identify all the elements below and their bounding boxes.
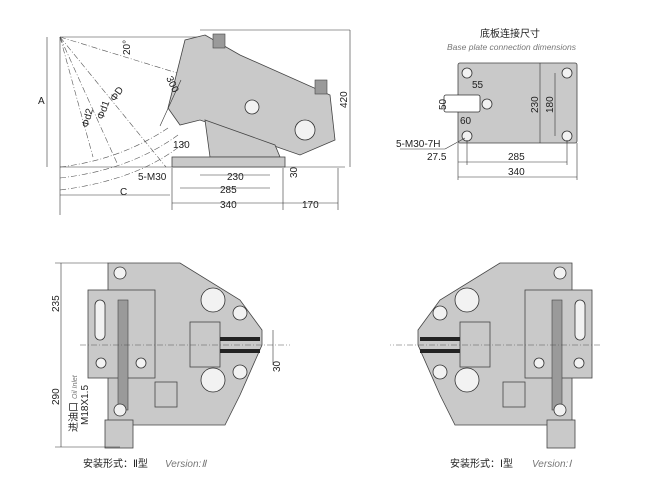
label-5-m30: 5-M30: [138, 172, 167, 183]
label-170: 170: [302, 200, 319, 211]
label-60: 60: [460, 116, 472, 127]
label-oil-inlet-cn: 进油口: [67, 402, 80, 432]
label-phi-D: ΦD: [108, 85, 126, 104]
label-230: 230: [227, 172, 244, 183]
label-340: 340: [220, 200, 237, 211]
label-phi-d2: Φd2: [80, 107, 96, 129]
label-420: 420: [339, 91, 350, 108]
label-50: 50: [438, 98, 449, 110]
version-1-view: 安装形式：Ⅰ型 Version:Ⅰ: [389, 262, 601, 470]
label-130: 130: [173, 140, 190, 151]
label-235: 235: [51, 295, 62, 312]
label-m18x1-5: M18X1.5: [80, 385, 91, 425]
label-A: A: [38, 96, 45, 107]
version-1-caption-en: Version:Ⅰ: [532, 459, 572, 470]
label-55: 55: [472, 80, 484, 91]
side-view: A C 20° 300 Φd2 Φd1 ΦD 130 5-M30 230 285…: [38, 29, 351, 215]
label-30: 30: [289, 166, 300, 178]
label-290: 290: [51, 388, 62, 405]
label-27-5: 27.5: [427, 152, 447, 163]
label-285: 285: [508, 152, 525, 163]
base-plate-subtitle: Base plate connection dimensions: [447, 42, 577, 52]
label-230: 230: [530, 96, 541, 113]
base-plate-view: 底板连接尺寸 Base plate connection dimensions …: [396, 27, 578, 180]
label-340: 340: [508, 167, 525, 178]
label-angle: 20°: [122, 40, 133, 55]
label-5-m30-7h: 5-M30-7H: [396, 139, 440, 150]
version-2-view: 235 290 进油口 Oil Inlet M18X1.5 30 安装形式：Ⅱ型…: [51, 262, 291, 470]
version-2-caption-cn: 安装形式：Ⅱ型: [83, 457, 148, 470]
label-oil-inlet-en: Oil Inlet: [72, 374, 79, 399]
version-2-caption-en: Version:Ⅱ: [165, 459, 207, 470]
label-phi-d1: Φd1: [95, 99, 112, 121]
label-180: 180: [545, 96, 556, 113]
label-C: C: [120, 187, 127, 198]
version-1-caption-cn: 安装形式：Ⅰ型: [450, 457, 513, 470]
label-30: 30: [272, 360, 283, 372]
label-285: 285: [220, 185, 237, 196]
base-plate-title: 底板连接尺寸: [480, 27, 540, 40]
